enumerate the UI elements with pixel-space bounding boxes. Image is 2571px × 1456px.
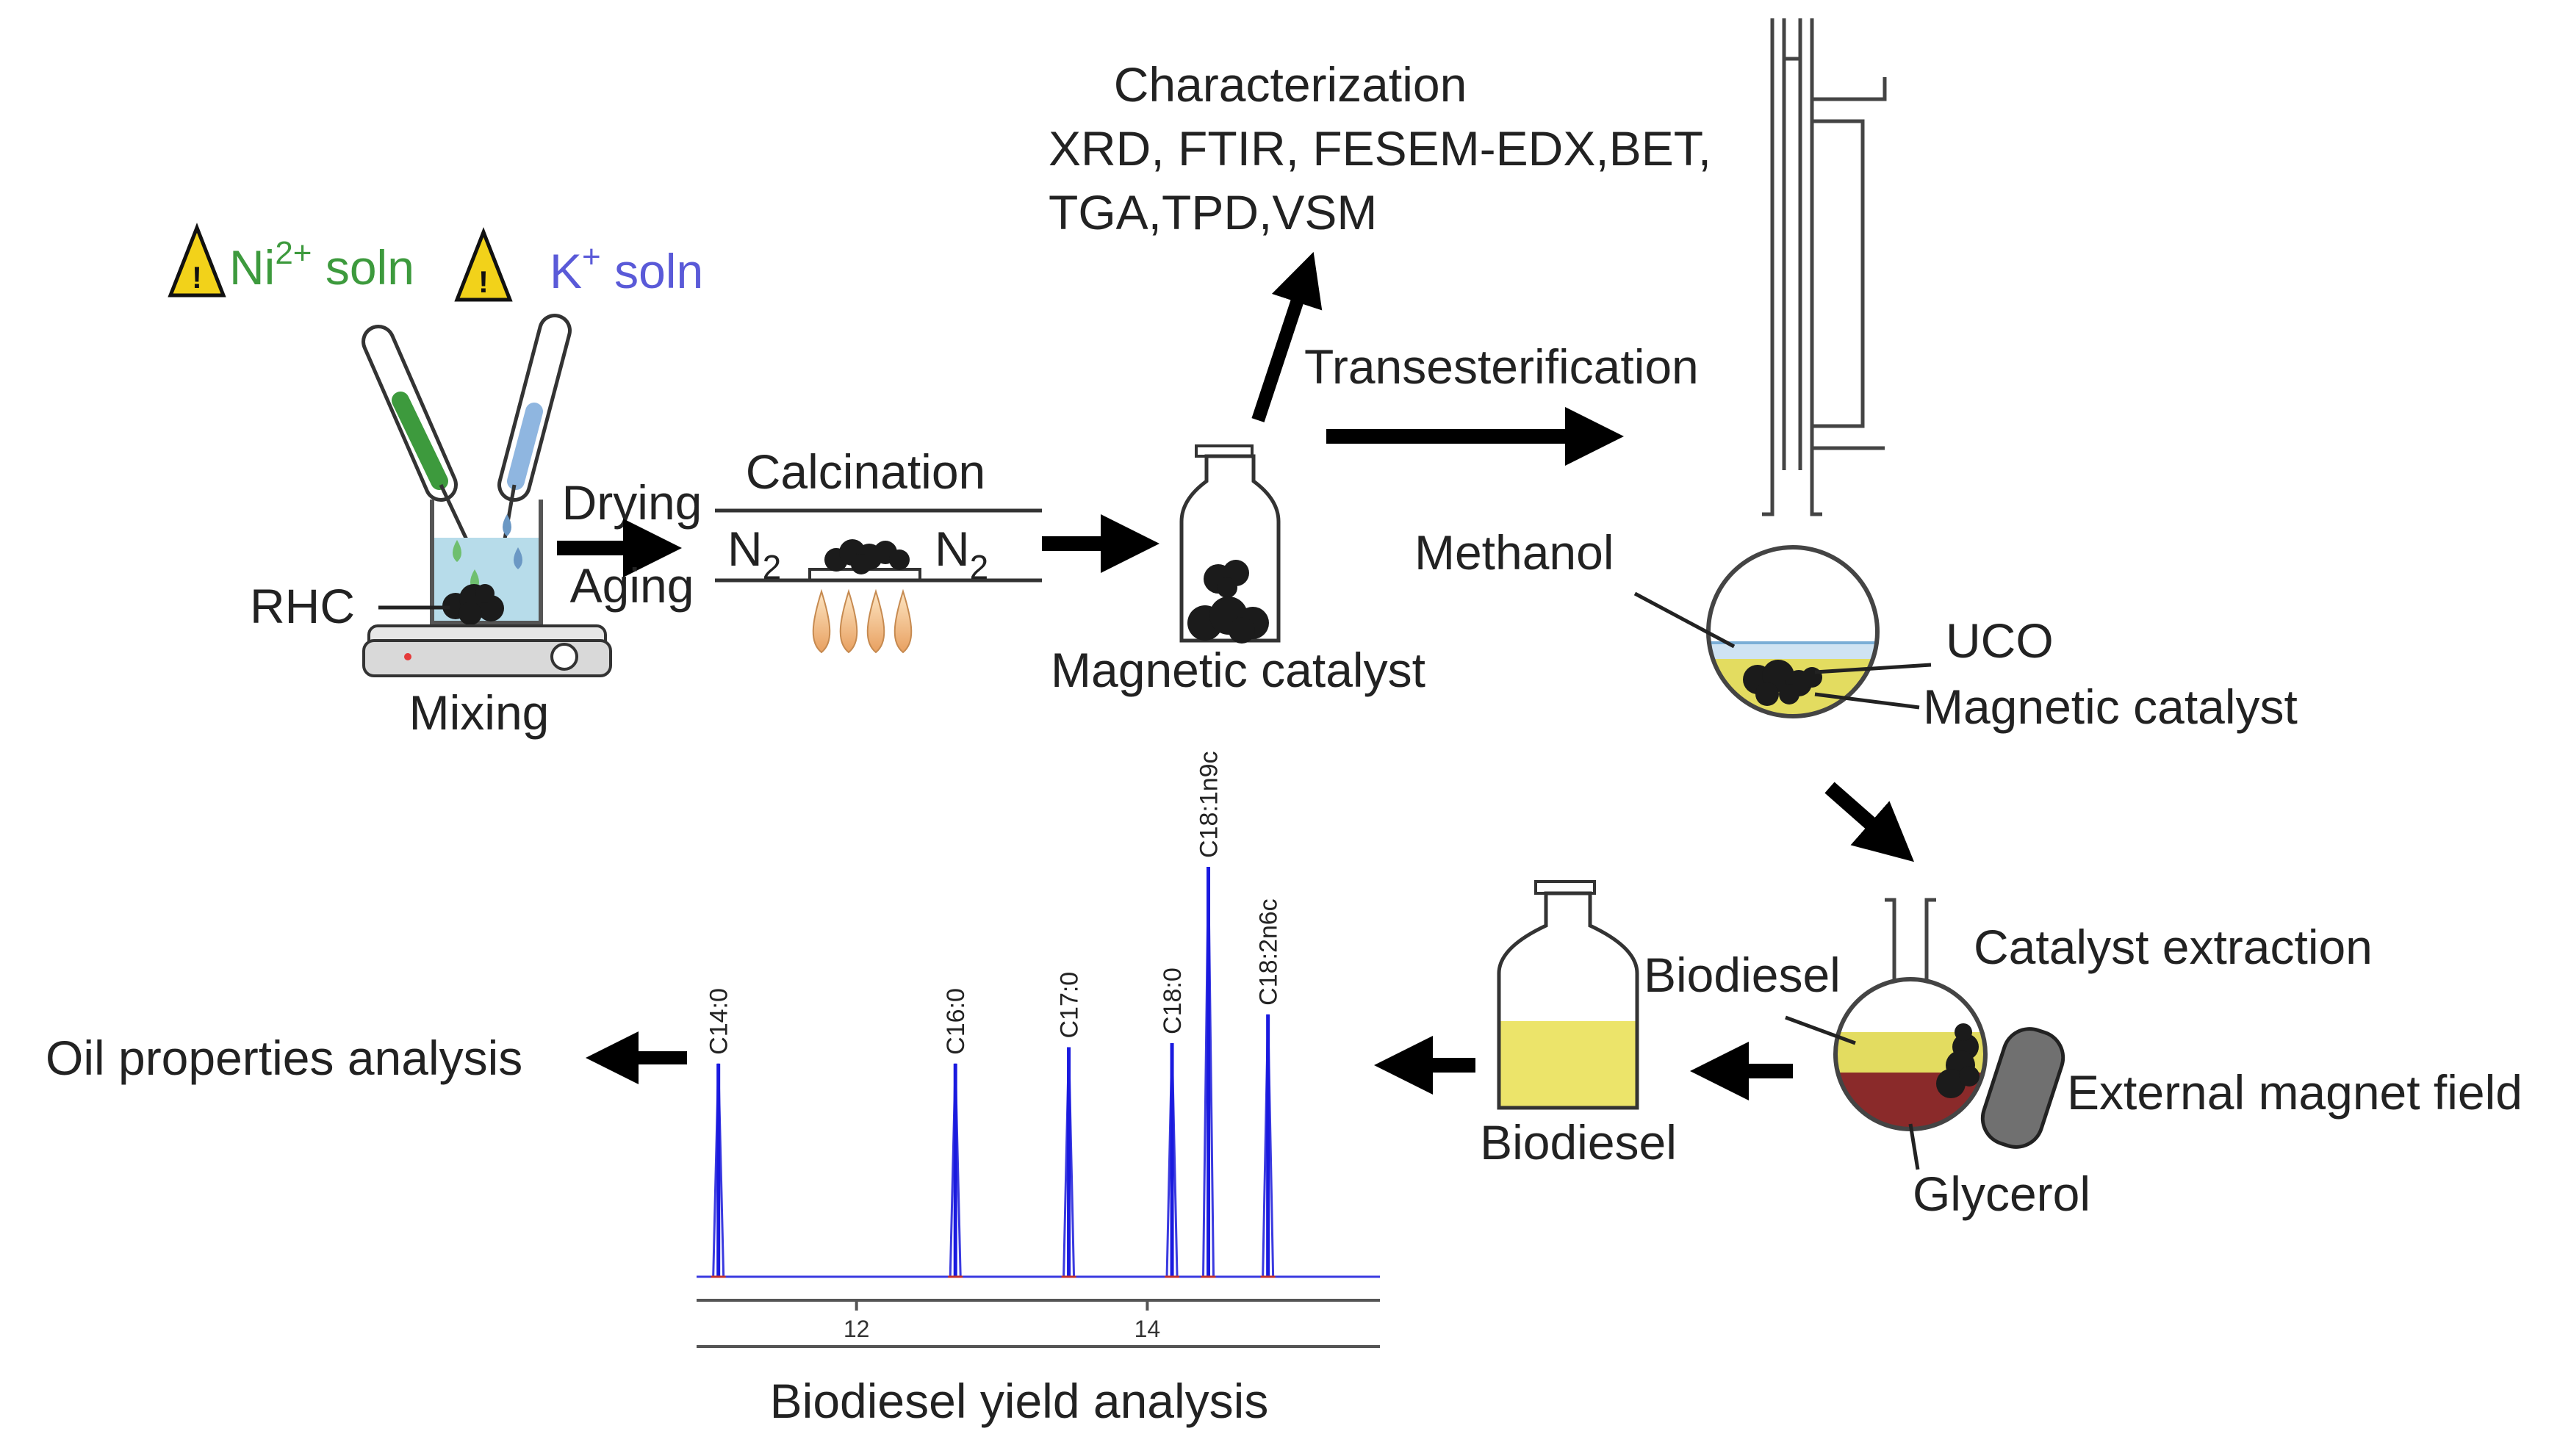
hot-plate-icon xyxy=(362,624,612,677)
x-tick-label: 14 xyxy=(1135,1316,1161,1342)
peak-label: C18:2n6c xyxy=(1255,898,1283,1006)
svg-text:!: ! xyxy=(478,264,489,299)
biodiesel-pointer xyxy=(1785,1015,1856,1045)
uco-label: UCO xyxy=(1946,613,2054,668)
characterization-line1: XRD, FTIR, FESEM-EDX,BET, xyxy=(1049,121,1711,176)
catalyst-bottle-icon xyxy=(1179,444,1281,644)
uco-pointer xyxy=(1814,663,1932,674)
magnetic-catalyst-label: Magnetic catalyst xyxy=(1051,643,1425,697)
biodiesel-yield-analysis-label: Biodiesel yield analysis xyxy=(770,1374,1269,1428)
calcination-label: Calcination xyxy=(746,444,986,499)
extraction-biodiesel-label: Biodiesel xyxy=(1644,948,1841,1002)
flame-icon xyxy=(812,588,913,654)
methanol-label: Methanol xyxy=(1414,525,1614,580)
ni-solution-label: Ni2+ soln xyxy=(229,235,414,295)
external-magnet-icon xyxy=(1980,1027,2065,1149)
mixing-beaker-icon xyxy=(430,500,543,625)
arrow-to-characterization xyxy=(1251,251,1323,422)
drying-label: Drying xyxy=(562,475,702,530)
peak-label: C17:0 xyxy=(1056,972,1084,1039)
chromatogram-trace xyxy=(697,866,1380,1278)
characterization-title: Characterization xyxy=(1114,57,1467,112)
peak-label: C16:0 xyxy=(942,988,970,1055)
rhc-label: RHC xyxy=(250,579,355,633)
peak-label: C18:0 xyxy=(1159,967,1187,1034)
peak-label: C14:0 xyxy=(705,988,733,1055)
n2-left-label: N2 xyxy=(727,522,781,586)
calcination-sample-icon xyxy=(824,539,910,574)
peak-label: C18:1n9c xyxy=(1195,751,1223,858)
arrow-to-extraction xyxy=(1824,782,1915,862)
svg-text:!: ! xyxy=(192,260,202,295)
k-solution-label: K+ soln xyxy=(550,239,703,298)
transesterification-label: Transesterification xyxy=(1304,339,1699,394)
oil-properties-analysis-label: Oil properties analysis xyxy=(46,1031,522,1085)
pipette-ni-icon xyxy=(362,325,472,549)
reflux-condenser-icon xyxy=(1762,18,1887,516)
reactor-catalyst-label: Magnetic catalyst xyxy=(1923,680,2298,734)
catalyst-extraction-label: Catalyst extraction xyxy=(1974,920,2373,974)
reactor-catalyst-pointer xyxy=(1814,692,1920,710)
n2-right-label: N2 xyxy=(935,522,988,586)
glycerol-label: Glycerol xyxy=(1913,1167,2090,1221)
glycerol-pointer xyxy=(1908,1123,1920,1170)
methanol-pointer xyxy=(1633,591,1736,649)
reaction-flask-icon xyxy=(1706,545,1880,718)
x-tick-label: 12 xyxy=(844,1316,870,1342)
external-magnet-label: External magnet field xyxy=(2067,1065,2523,1120)
biodiesel-label: Biodiesel xyxy=(1480,1115,1677,1170)
warning-icon-ni: ! xyxy=(168,223,226,298)
pipette-k-icon xyxy=(497,314,572,548)
characterization-line2: TGA,TPD,VSM xyxy=(1049,185,1377,239)
extracted-catalyst-particles xyxy=(1936,1023,1980,1098)
warning-icon-k: ! xyxy=(454,227,513,302)
mixing-label: Mixing xyxy=(409,685,550,740)
biodiesel-bottle-icon xyxy=(1497,880,1639,1110)
rhc-particles-icon xyxy=(442,584,504,625)
aging-label: Aging xyxy=(570,558,694,613)
extraction-flask-icon xyxy=(1833,898,1988,1131)
